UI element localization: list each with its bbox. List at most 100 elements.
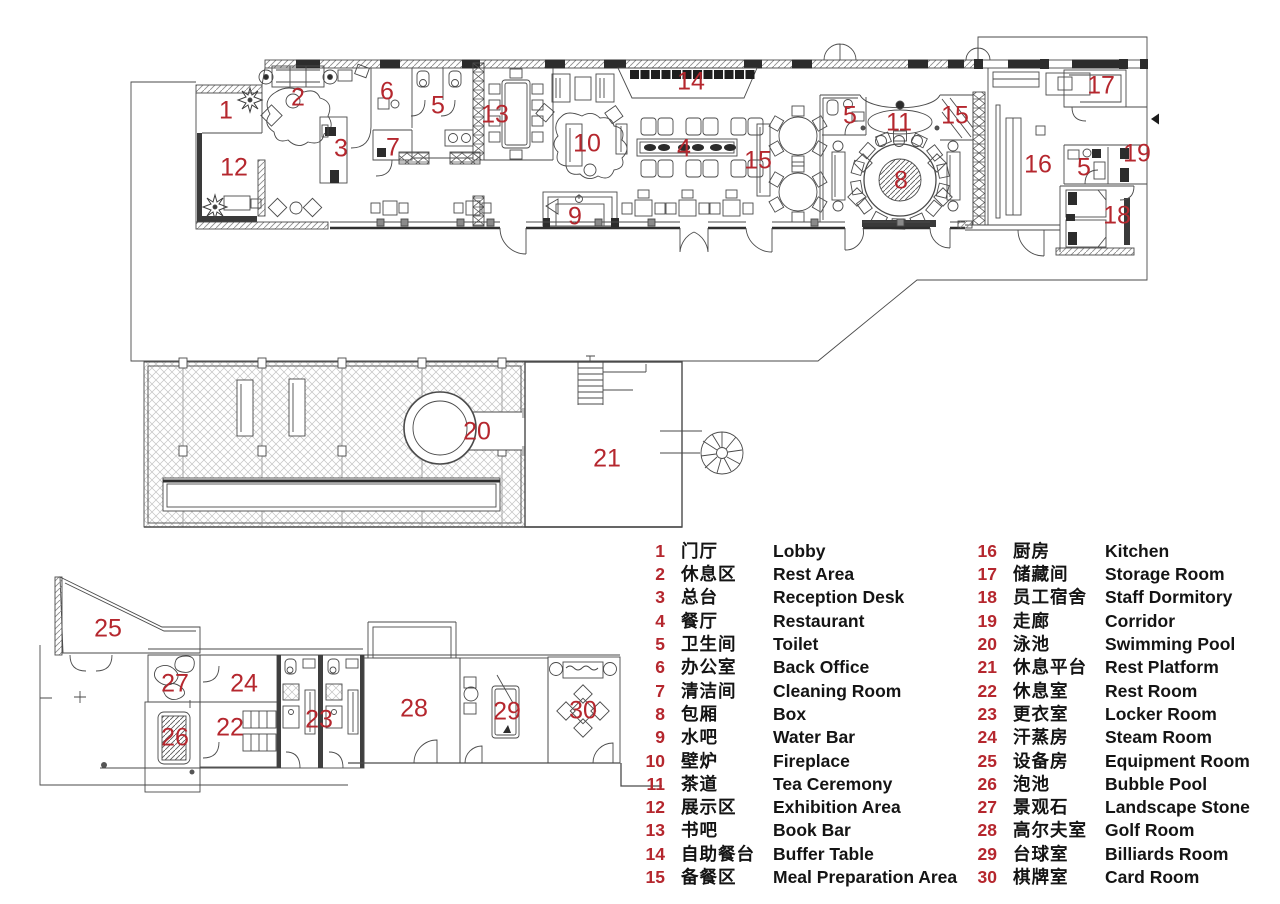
equipment-room	[54, 576, 201, 672]
plan-label-27: 27	[161, 669, 189, 698]
legend-english-label: Cleaning Room	[773, 680, 902, 701]
plan-label-5: 5	[1077, 153, 1091, 182]
book-bar	[484, 68, 554, 161]
plan-label-18: 18	[1103, 201, 1131, 230]
plan-label-29: 29	[493, 697, 521, 726]
legend-chinese-label: 储藏间	[1013, 564, 1069, 585]
legend-item-1: 1 门厅 Lobby	[643, 540, 973, 563]
legend-number: 19	[977, 610, 997, 631]
legend-chinese-label: 高尔夫室	[1013, 820, 1087, 841]
plan-label-13: 13	[481, 100, 509, 129]
legend-english-label: Golf Room	[1105, 820, 1195, 841]
truss-wall	[972, 91, 986, 226]
round-table	[768, 161, 828, 223]
legend-number: 25	[977, 750, 997, 771]
legend-number: 7	[655, 680, 665, 701]
legend-number: 10	[645, 750, 665, 771]
plan-label-11: 11	[886, 108, 912, 137]
legend-chinese-label: 休息平台	[1013, 657, 1087, 678]
legend-chinese-label: 休息区	[681, 564, 737, 585]
plan-label-20: 20	[463, 417, 491, 446]
water-bar	[542, 191, 619, 227]
sofa-row	[551, 73, 615, 103]
plan-label-15: 15	[941, 101, 969, 130]
legend-english-label: Bubble Pool	[1105, 773, 1208, 794]
legend-chinese-label: 棋牌室	[1013, 867, 1069, 888]
buffet-table	[617, 67, 758, 99]
bed	[1065, 219, 1107, 248]
reception-desk	[319, 116, 348, 184]
legend-number: 11	[646, 773, 666, 794]
legend-english-label: Water Bar	[773, 727, 856, 748]
south-wall	[330, 218, 1060, 257]
legend-number: 6	[655, 657, 665, 678]
deck-bench	[288, 378, 306, 437]
legend-english-label: Buffer Table	[773, 843, 874, 864]
legend-chinese-label: 展示区	[681, 797, 737, 818]
legend-english-label: Tea Ceremony	[773, 773, 893, 794]
site-boundary	[130, 36, 1148, 362]
legend-chinese-label: 设备房	[1013, 750, 1069, 771]
legend-chinese-label: 备餐区	[681, 867, 737, 888]
round-table	[768, 105, 828, 167]
main-building	[130, 36, 1159, 362]
legend-english-label: Box	[773, 703, 807, 724]
legend-number: 26	[977, 773, 997, 794]
legend-chinese-label: 包厢	[681, 703, 718, 724]
legend-chinese-label: 厨房	[1013, 540, 1050, 561]
stairs	[577, 355, 647, 405]
legend-chinese-label: 总台	[681, 587, 718, 608]
plan-label-7: 7	[386, 133, 400, 162]
legend-chinese-label: 休息室	[1013, 680, 1069, 701]
legend-chinese-label: 门厅	[681, 540, 718, 561]
legend-number: 13	[645, 820, 665, 841]
legend-english-label: Storage Room	[1105, 564, 1225, 585]
legend-number: 15	[645, 867, 665, 888]
plan-label-24: 24	[230, 669, 258, 698]
legend-english-label: Restaurant	[773, 610, 865, 631]
plan-label-2: 2	[291, 83, 305, 112]
legend-english-label: Corridor	[1105, 610, 1175, 631]
legend-number: 4	[655, 610, 665, 631]
legend-item-21: 21 休息平台 Rest Platform	[975, 656, 1275, 679]
legend-chinese-label: 泳池	[1013, 634, 1050, 655]
plan-label-10: 10	[573, 129, 601, 158]
plant-icon	[202, 194, 228, 220]
legend-english-label: Equipment Room	[1105, 750, 1250, 771]
plan-label-22: 22	[216, 713, 244, 742]
legend-number: 21	[977, 657, 997, 678]
plan-label-17: 17	[1087, 71, 1115, 100]
legend-number: 28	[977, 820, 997, 841]
facade-window-blocks	[296, 59, 964, 69]
legend-english-label: Book Bar	[773, 820, 851, 841]
legend-english-label: Rest Platform	[1105, 657, 1219, 678]
legend-number: 9	[655, 727, 665, 748]
legend-english-label: Rest Area	[773, 564, 855, 585]
truss-wall	[472, 195, 485, 227]
legend-number: 1	[655, 540, 665, 561]
legend-english-label: Lobby	[773, 540, 826, 561]
legend-english-label: Exhibition Area	[773, 797, 901, 818]
office-cleaning	[350, 68, 481, 177]
pool-terrace	[143, 355, 744, 528]
plan-label-30: 30	[569, 696, 597, 725]
plan-label-16: 16	[1024, 150, 1052, 179]
legend-number: 5	[655, 634, 665, 655]
legend-number: 23	[977, 703, 997, 724]
lap-pool	[162, 477, 501, 512]
